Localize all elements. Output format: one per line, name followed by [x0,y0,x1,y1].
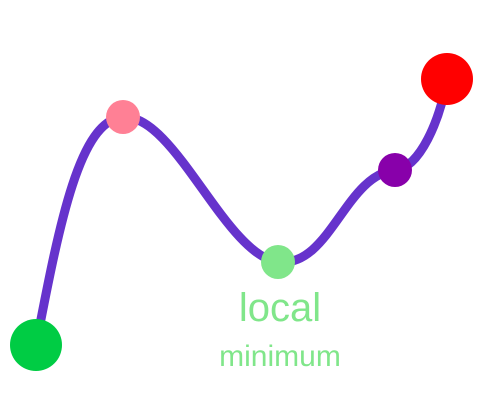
saddle-point [378,153,412,187]
local-minimum-point [261,245,295,279]
end-point [421,53,473,105]
local-maximum-point [106,100,140,134]
local-minimum-label-line-2: minimum [219,340,341,373]
local-minimum-label-line-1: local [238,286,322,330]
start-point [10,319,62,371]
